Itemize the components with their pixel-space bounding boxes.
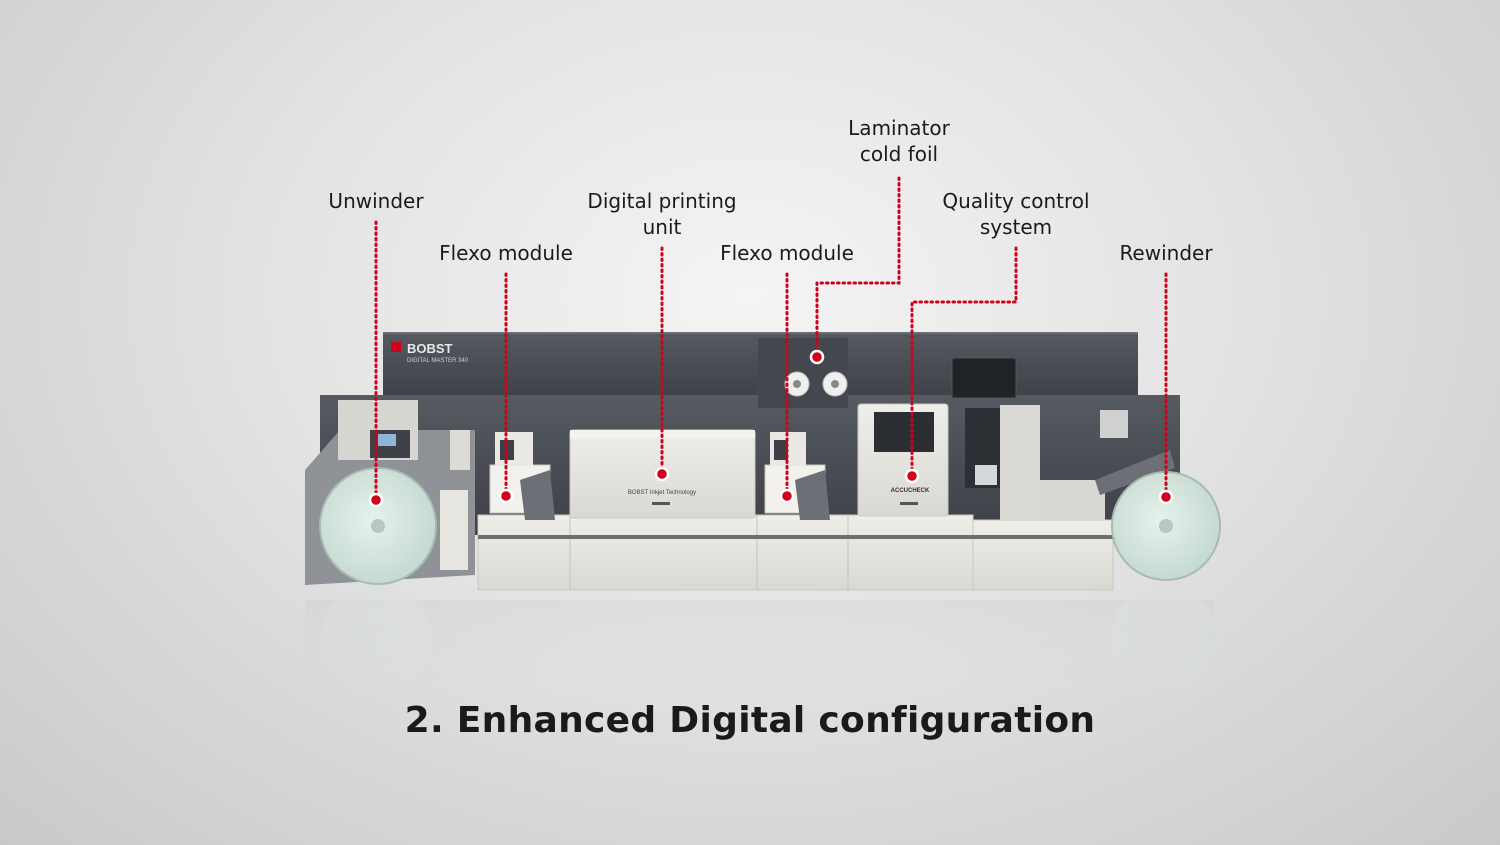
callout-leader-lines bbox=[374, 176, 1168, 502]
label-laminator-cold-foil: Laminator cold foil bbox=[848, 116, 950, 166]
callout-dot-laminator bbox=[809, 349, 825, 365]
label-flexo-module-2: Flexo module bbox=[720, 241, 854, 265]
inkjet-label: BOBST Inkjet Technology bbox=[628, 490, 696, 496]
label-digital-printing-unit: Digital printing unit bbox=[587, 189, 737, 239]
rewinder-monitor bbox=[951, 357, 1017, 399]
callout-dot-unwinder bbox=[368, 492, 384, 508]
floor-reflection bbox=[305, 585, 1220, 695]
model-name-text: DIGITAL MASTER 340 bbox=[407, 358, 469, 364]
callout-dot-flexo-1 bbox=[498, 488, 514, 504]
laminator-unit bbox=[758, 338, 848, 408]
callout-dot-flexo-2 bbox=[779, 488, 795, 504]
unwinder-unit bbox=[305, 400, 475, 585]
quality-control-unit: ACCUCHECK bbox=[857, 403, 949, 517]
flexo-module-2-unit bbox=[764, 432, 830, 520]
bobst-logo-mark bbox=[391, 342, 401, 352]
label-rewinder: Rewinder bbox=[1119, 241, 1213, 265]
label-unwinder: Unwinder bbox=[328, 189, 424, 213]
label-flexo-module-1: Flexo module bbox=[439, 241, 573, 265]
callout-dot-digital bbox=[654, 466, 670, 482]
accucheck-label: ACCUCHECK bbox=[891, 488, 930, 494]
leader-line-laminator bbox=[815, 176, 901, 359]
callout-dots bbox=[368, 349, 1174, 508]
leader-line-quality bbox=[910, 246, 1018, 478]
configuration-caption: 2. Enhanced Digital configuration bbox=[404, 700, 1096, 741]
flexo-module-1-unit bbox=[489, 432, 555, 520]
callout-dot-quality bbox=[904, 468, 920, 484]
bobst-logo-text: BOBST bbox=[407, 341, 453, 356]
qc-screen bbox=[874, 412, 934, 452]
rewinder-unit bbox=[951, 357, 1221, 581]
callout-dot-rewinder bbox=[1158, 489, 1174, 505]
base-cabinets bbox=[477, 514, 1114, 591]
label-quality-control-system: Quality control system bbox=[942, 189, 1090, 239]
